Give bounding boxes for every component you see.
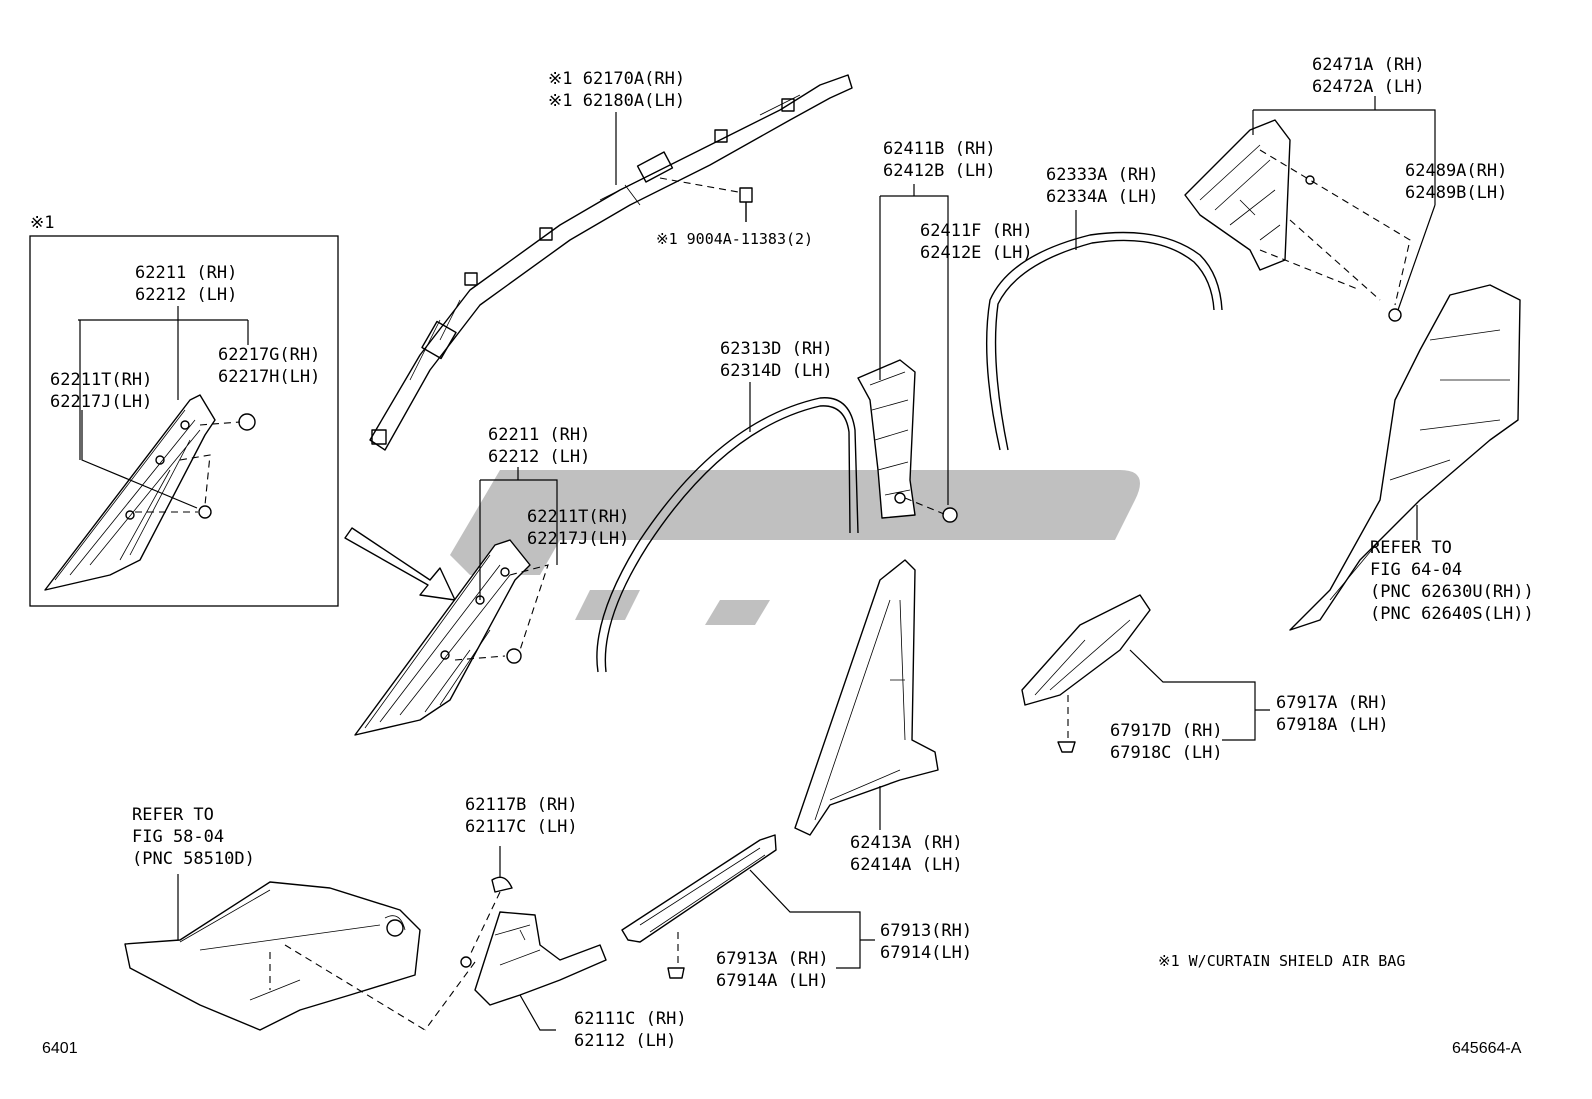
label-cowl-lh: 62112 (LH) — [574, 1031, 676, 1051]
label-front-scuff-clip-rh: 67913A (RH) — [716, 949, 829, 969]
label-cowl-clip-rh: 62117B (RH) — [465, 795, 578, 815]
label-cowl-clip-lh: 62117C (LH) — [465, 817, 578, 837]
b-pillar-lower-trim — [794, 559, 939, 836]
label-inset-a-lh: 62212 (LH) — [135, 285, 237, 305]
quarter-trim — [1289, 284, 1521, 631]
label-bpillar-upper-lh: 62412B (LH) — [883, 161, 996, 181]
label-refer-2: REFER TO — [132, 805, 214, 825]
label-cpillar-clip-lh: 62489B(LH) — [1405, 183, 1507, 203]
label-apillar-lh: 62212 (LH) — [488, 447, 590, 467]
label-inset-a-rh: 62211 (RH) — [135, 263, 237, 283]
c-pillar-trim — [1184, 96, 1436, 322]
curtain-airbag — [369, 74, 853, 451]
label-refer-1-fig: FIG 64-04 — [1370, 560, 1462, 580]
labels: ※1 62211 (RH) 62212 (LH) 62211T(RH) 6221… — [30, 55, 1534, 1057]
label-refer-2-pnc: (PNC 58510D) — [132, 849, 255, 869]
rear-weatherstrip — [985, 210, 1223, 451]
label-bpillar-lower-lh: 62414A (LH) — [850, 855, 963, 875]
label-inset-t-lh: 62217J(LH) — [50, 392, 152, 412]
label-bpillar-clip-rh: 62411F (RH) — [920, 221, 1033, 241]
label-airbag-lh: ※1 62180A(LH) — [548, 91, 685, 111]
floor-carpet — [124, 874, 426, 1031]
label-refer-1-pnc-rh: (PNC 62630U(RH)) — [1370, 582, 1534, 602]
label-rear-scuff-lh: 67918A (LH) — [1276, 715, 1389, 735]
label-apillar-t-rh: 62211T(RH) — [527, 507, 629, 527]
inset-ref-mark: ※1 — [30, 213, 54, 233]
a-pillar-trim — [354, 467, 558, 736]
label-refer-1: REFER TO — [1370, 538, 1452, 558]
label-front-scuff-lh: 67914(LH) — [880, 943, 972, 963]
label-front-scuff-clip-lh: 67914A (LH) — [716, 971, 829, 991]
label-weather-rh: 62313D (RH) — [720, 339, 833, 359]
label-refer-2-fig: FIG 58-04 — [132, 827, 224, 847]
front-scuff-plate — [621, 834, 875, 979]
label-inset-t-rh: 62211T(RH) — [50, 370, 152, 390]
label-cpillar-rh: 62471A (RH) — [1312, 55, 1425, 75]
label-cowl-rh: 62111C (RH) — [574, 1009, 687, 1029]
front-weatherstrip — [596, 382, 859, 673]
illustration-id: 645664-A — [1452, 1040, 1522, 1057]
label-inset-g-lh: 62217H(LH) — [218, 367, 320, 387]
inset-box — [29, 235, 339, 607]
label-rear-scuff-clip-rh: 67917D (RH) — [1110, 721, 1223, 741]
label-cpillar-lh: 62472A (LH) — [1312, 77, 1425, 97]
label-apillar-t-lh: 62217J(LH) — [527, 529, 629, 549]
label-apillar-rh: 62211 (RH) — [488, 425, 590, 445]
b-pillar-upper-trim — [857, 184, 958, 523]
label-weather-lh: 62314D (LH) — [720, 361, 833, 381]
label-bpillar-clip-lh: 62412E (LH) — [920, 243, 1033, 263]
footnote: ※1 W/CURTAIN SHIELD AIR BAG — [1158, 952, 1405, 970]
rear-scuff-plate — [1021, 594, 1270, 753]
label-inset-g-rh: 62217G(RH) — [218, 345, 320, 365]
label-cpillar-clip-rh: 62489A(RH) — [1405, 161, 1507, 181]
callout-arrow — [344, 527, 456, 601]
label-bpillar-upper-rh: 62411B (RH) — [883, 139, 996, 159]
label-rear-weather-rh: 62333A (RH) — [1046, 165, 1159, 185]
label-airbag-rh: ※1 62170A(RH) — [548, 69, 685, 89]
page-number: 6401 — [42, 1040, 78, 1057]
label-airbag-bolt: ※1 9004A-11383(2) — [656, 230, 813, 248]
label-rear-weather-lh: 62334A (LH) — [1046, 187, 1159, 207]
label-bpillar-lower-rh: 62413A (RH) — [850, 833, 963, 853]
label-front-scuff-rh: 67913(RH) — [880, 921, 972, 941]
label-rear-scuff-clip-lh: 67918C (LH) — [1110, 743, 1223, 763]
label-refer-1-pnc-lh: (PNC 62640S(LH)) — [1370, 604, 1534, 624]
label-rear-scuff-rh: 67917A (RH) — [1276, 693, 1389, 713]
cowl-side-trim — [424, 846, 607, 1031]
